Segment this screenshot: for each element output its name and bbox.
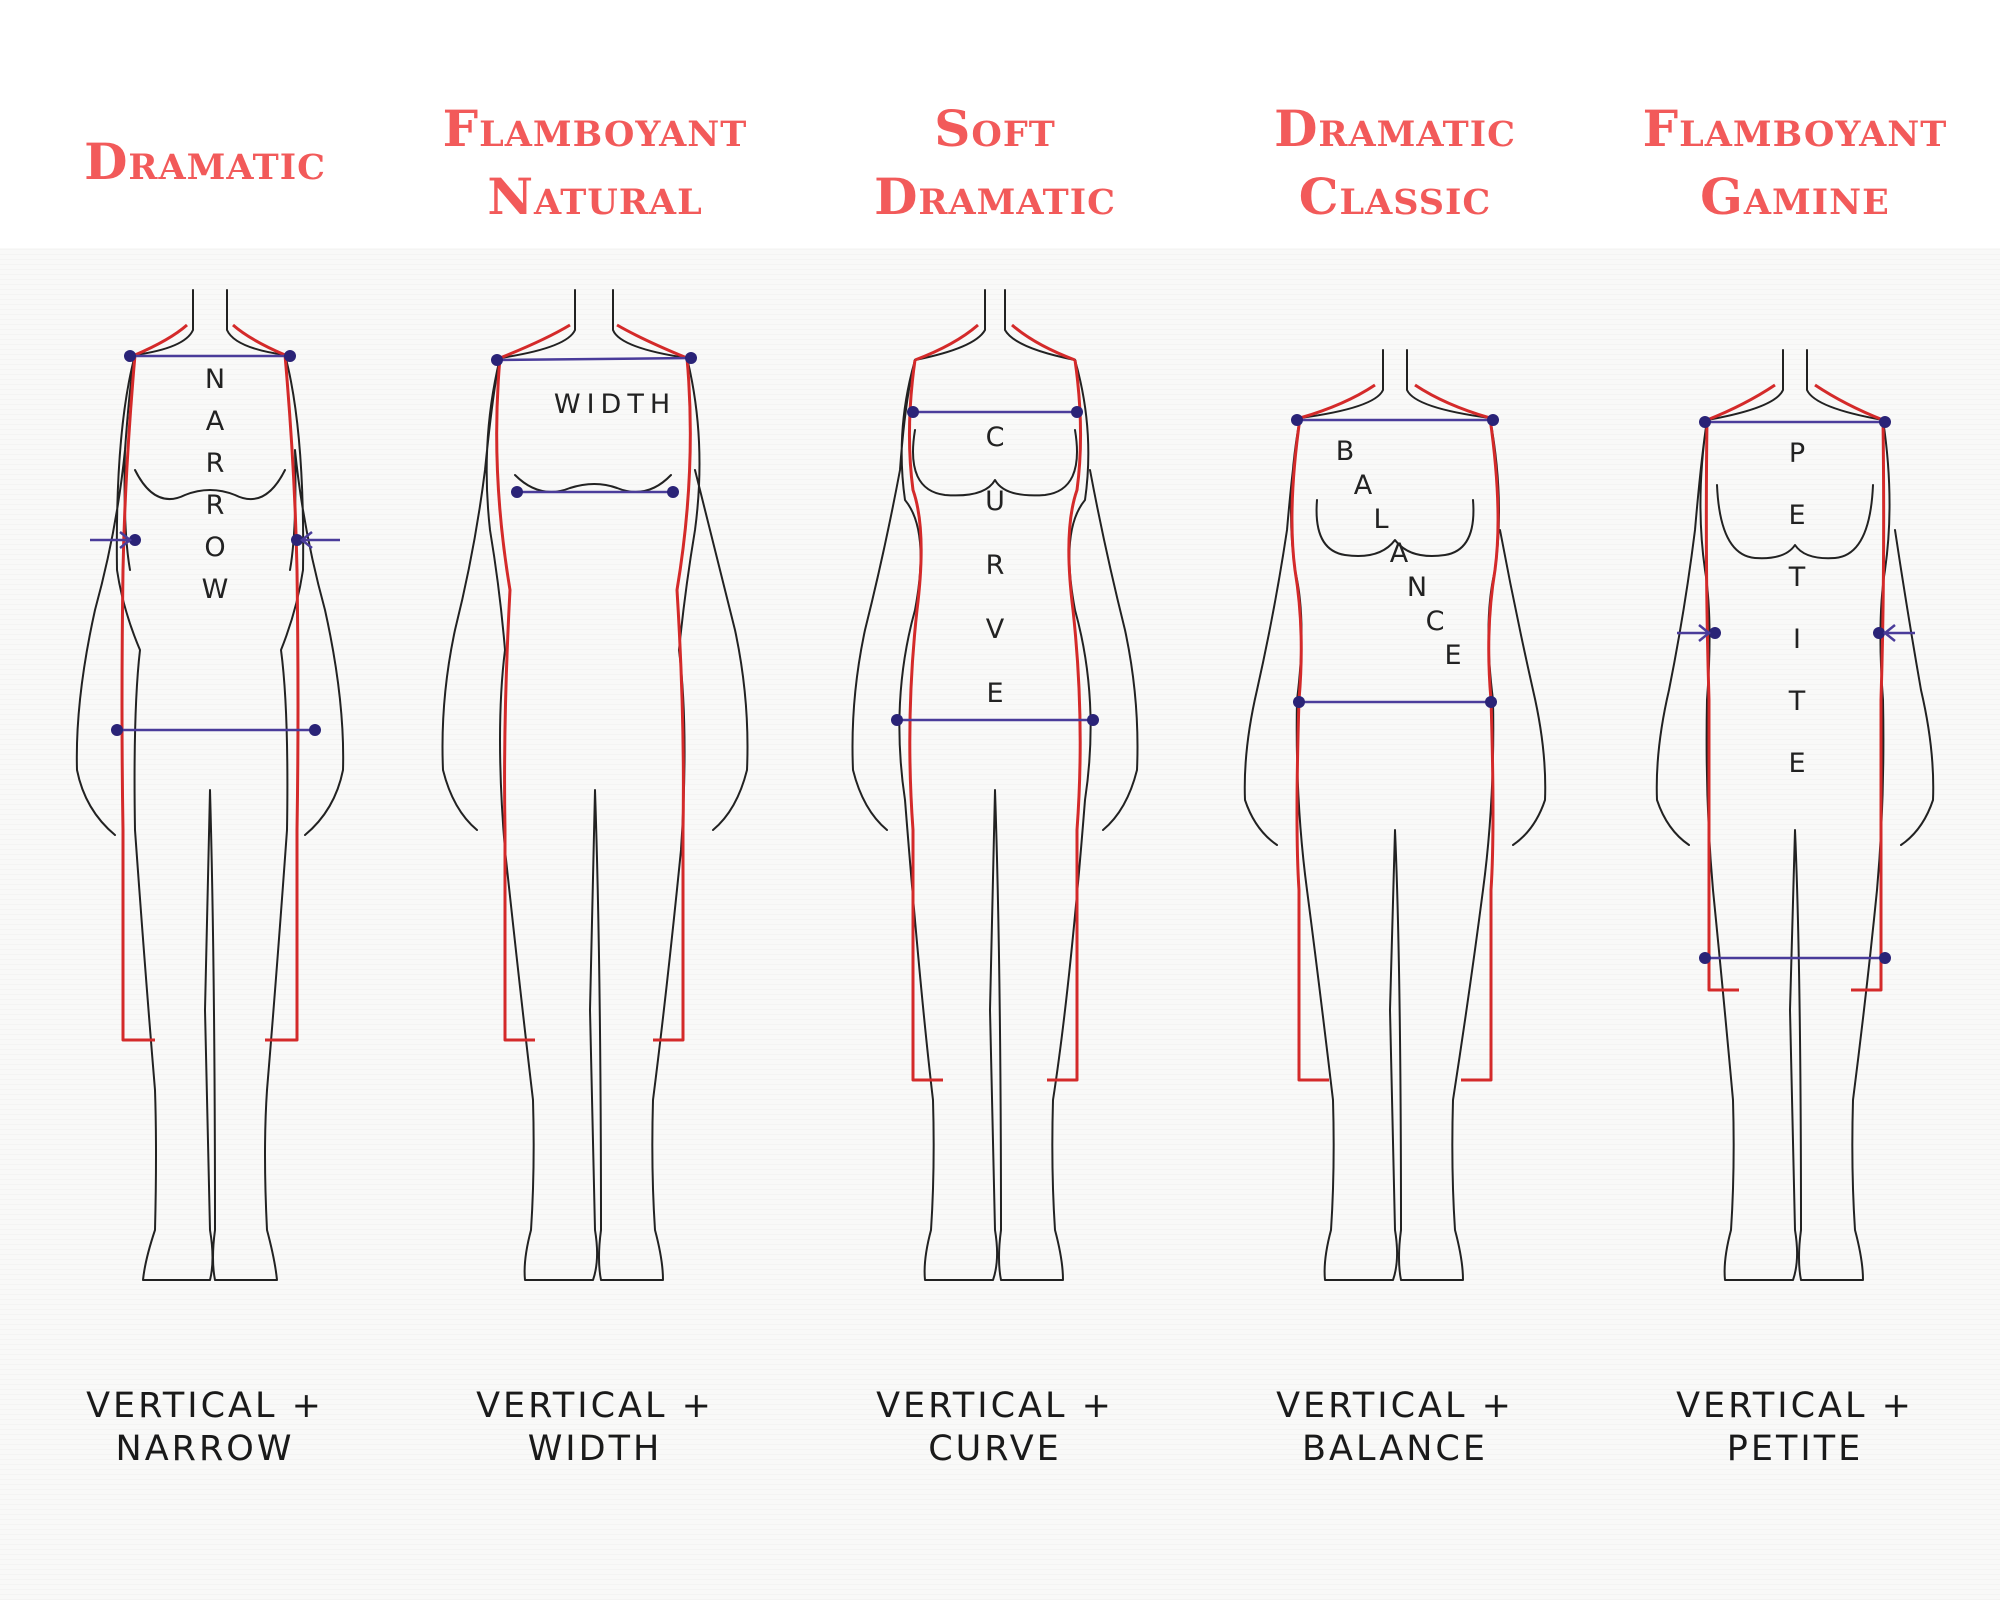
type-title: Soft Dramatic	[795, 95, 1195, 231]
svg-text:R: R	[206, 490, 225, 521]
svg-text:W: W	[202, 574, 229, 605]
body-figure-dramatic-classic: BA LA NC E	[1243, 349, 1547, 1281]
type-title-line: Soft	[934, 99, 1056, 158]
red-silhouette	[495, 323, 692, 1042]
measurement-markers	[1677, 416, 1915, 964]
svg-text:T: T	[1788, 686, 1806, 717]
caption-line: PETITE	[1726, 1429, 1864, 1469]
type-title-line: Classic	[1298, 167, 1492, 226]
caption-line: VERTICAL +	[86, 1386, 324, 1426]
svg-text:V: V	[986, 614, 1005, 645]
inner-label: BA LA NC E	[1336, 436, 1462, 671]
red-silhouette	[907, 323, 1083, 1082]
inner-label: PE TI TE	[1788, 438, 1806, 779]
type-title-line: Flamboyant	[442, 99, 748, 158]
svg-text:R: R	[986, 550, 1005, 581]
red-silhouette	[1704, 383, 1886, 992]
type-caption: VERTICAL + BALANCE	[1195, 1385, 1595, 1471]
caption-line: WIDTH	[527, 1429, 663, 1469]
svg-text:A: A	[1390, 538, 1409, 569]
svg-text:O: O	[204, 532, 225, 563]
body-figure-soft-dramatic: C U R V E	[851, 289, 1139, 1281]
svg-text:I: I	[1793, 624, 1801, 655]
svg-text:U: U	[985, 486, 1005, 517]
type-column-flamboyant-natural: Flamboyant Natural WIDTH VERTICAL + WIDT…	[395, 0, 795, 1600]
measurement-markers	[90, 350, 340, 736]
type-caption: VERTICAL + CURVE	[795, 1385, 1195, 1471]
type-title-line: Flamboyant	[1642, 99, 1948, 158]
type-title-line: Dramatic	[84, 132, 326, 191]
inner-label: C U R V E	[985, 422, 1005, 709]
body-figure-dramatic: NA RR OW	[75, 289, 345, 1281]
svg-text:C: C	[1426, 606, 1445, 637]
paper-background	[0, 248, 2000, 1600]
type-caption: VERTICAL + WIDTH	[395, 1385, 795, 1471]
svg-text:E: E	[986, 678, 1003, 709]
body-outline	[851, 289, 1139, 1281]
inner-label: NA RR OW	[202, 364, 229, 605]
svg-text:E: E	[1444, 640, 1461, 671]
caption-line: VERTICAL +	[876, 1386, 1114, 1426]
red-silhouette	[120, 323, 300, 1042]
type-title-line: Natural	[487, 167, 703, 226]
type-caption: VERTICAL + NARROW	[5, 1385, 405, 1471]
measurement-markers	[491, 352, 697, 498]
svg-text:E: E	[1788, 748, 1805, 779]
type-title: Flamboyant Natural	[395, 95, 795, 231]
svg-text:N: N	[1407, 572, 1427, 603]
caption-line: VERTICAL +	[1676, 1386, 1914, 1426]
caption-line: VERTICAL +	[476, 1386, 714, 1426]
type-title-line: Dramatic	[874, 167, 1116, 226]
body-figure-flamboyant-natural: WIDTH	[441, 289, 749, 1281]
body-outline	[441, 289, 749, 1281]
measurement-markers	[1291, 414, 1499, 708]
caption-line: CURVE	[928, 1429, 1062, 1469]
caption-line: BALANCE	[1302, 1429, 1488, 1469]
caption-line: VERTICAL +	[1276, 1386, 1514, 1426]
measurement-markers	[891, 406, 1099, 726]
svg-text:P: P	[1789, 438, 1805, 469]
type-caption: VERTICAL + PETITE	[1595, 1385, 1995, 1471]
body-figure-flamboyant-gamine: PE TI TE	[1655, 349, 1935, 1281]
body-outline	[1243, 349, 1547, 1281]
type-title: Dramatic Classic	[1195, 95, 1595, 231]
svg-text:L: L	[1373, 504, 1388, 535]
svg-text:N: N	[205, 364, 225, 395]
type-title: Flamboyant Gamine	[1595, 95, 1995, 231]
svg-text:B: B	[1336, 436, 1355, 467]
type-title-line: Gamine	[1700, 167, 1890, 226]
svg-text:A: A	[1354, 470, 1373, 501]
svg-text:WIDTH: WIDTH	[554, 389, 676, 420]
red-silhouette	[1290, 383, 1500, 1082]
svg-text:R: R	[206, 448, 225, 479]
body-outline	[75, 289, 345, 1281]
type-column-soft-dramatic: Soft Dramatic C U R V E VERTICAL + CURVE	[795, 0, 1195, 1600]
type-title-line: Dramatic	[1274, 99, 1516, 158]
svg-text:C: C	[986, 422, 1005, 453]
caption-line: NARROW	[115, 1429, 295, 1469]
svg-text:E: E	[1788, 500, 1805, 531]
inner-label: WIDTH	[554, 389, 676, 420]
svg-text:A: A	[206, 406, 225, 437]
body-outline	[1655, 349, 1935, 1281]
svg-text:T: T	[1788, 562, 1806, 593]
type-title: Dramatic	[5, 128, 405, 196]
